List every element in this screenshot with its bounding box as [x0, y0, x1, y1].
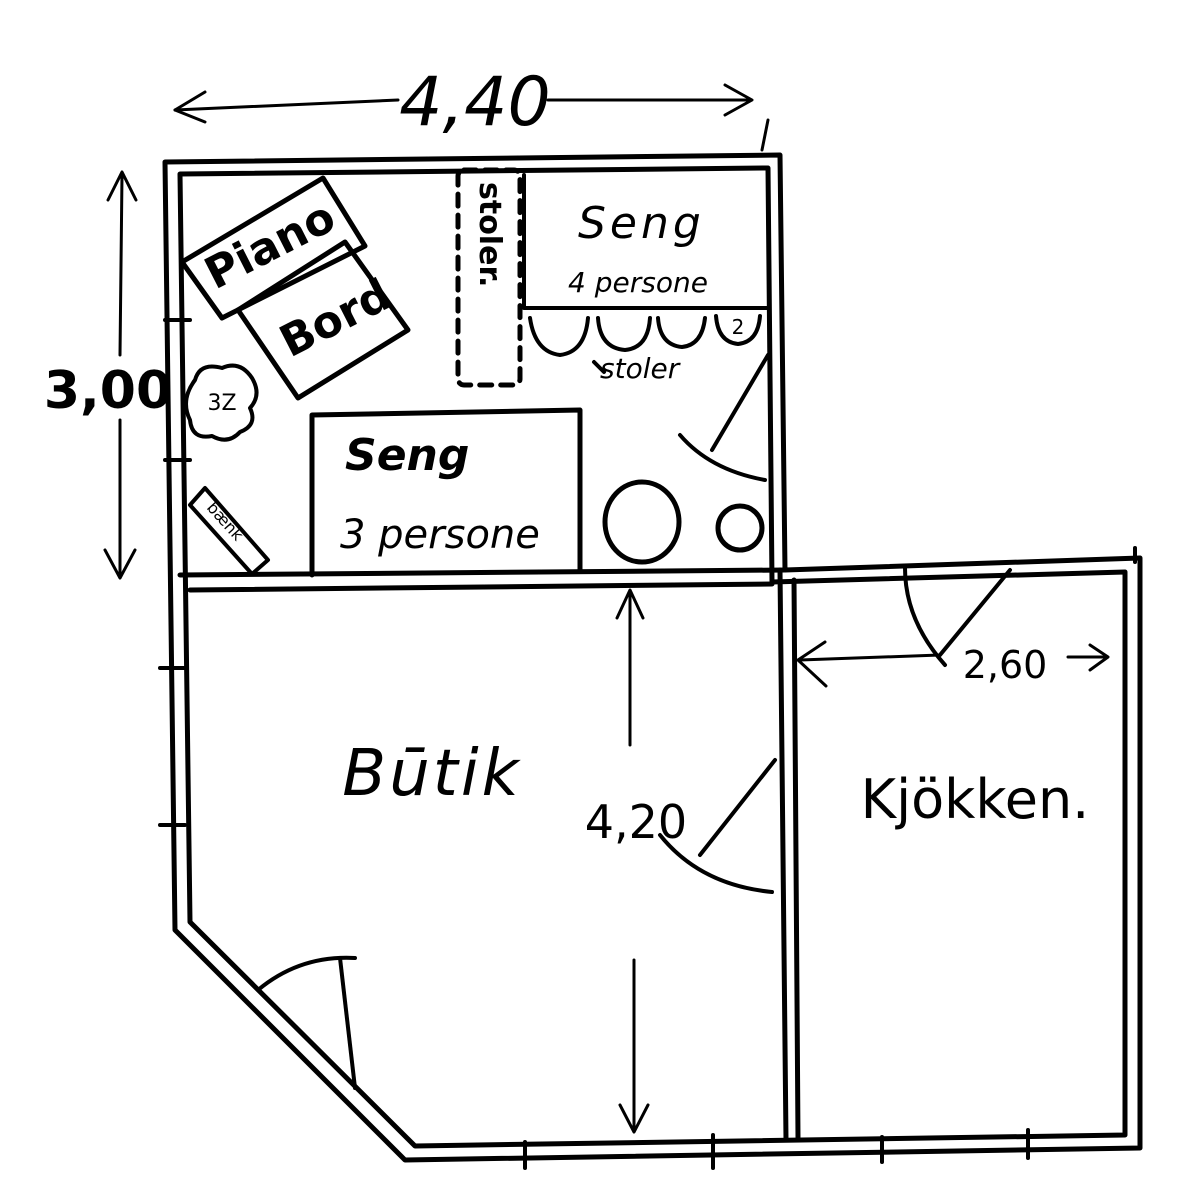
chair-number: 2	[732, 315, 745, 339]
outer-walls	[162, 152, 1143, 1163]
dimension-width-label: 4,40	[399, 63, 550, 142]
doors	[256, 353, 1012, 1090]
chair	[596, 316, 652, 352]
corner-mark	[760, 118, 770, 152]
chair	[714, 314, 762, 346]
chair	[656, 316, 707, 349]
bench-marking: bænk	[203, 498, 248, 545]
round-tables	[602, 479, 765, 565]
round-table-small	[715, 503, 765, 553]
door-shop-kitchen	[658, 758, 777, 894]
dimension-kitchen-width: 2,60	[796, 640, 1110, 688]
door-kitchen	[903, 566, 1012, 667]
dimension-shop-depth: 4,20	[585, 588, 687, 1134]
bed-lower-label: Seng	[345, 430, 469, 481]
dimension-shop-depth-label: 4,20	[585, 795, 687, 849]
chair-row-label: stoler	[600, 352, 681, 385]
round-table-large	[602, 479, 682, 565]
bed-upper-label: Seng	[578, 198, 705, 249]
stacked-chairs-label: stoler.	[472, 182, 507, 287]
bed-lower: Seng 3 persone	[309, 407, 583, 578]
dimension-depth: 3,00	[44, 170, 172, 580]
dimension-kitchen-width-label: 2,60	[963, 643, 1048, 687]
door-entrance	[256, 955, 357, 1090]
plant-icon: 3Z	[184, 363, 259, 442]
door-bedroom	[678, 353, 770, 482]
bed-lower-capacity: 3 persone	[340, 512, 540, 558]
bed-upper: Seng 4 persone	[522, 173, 770, 310]
chair-row	[528, 314, 762, 374]
wall-ticks	[158, 318, 1137, 1170]
room-kitchen-label: Kjökken.	[861, 768, 1090, 831]
interior-walls	[177, 567, 801, 1143]
dimension-depth-label: 3,00	[44, 361, 172, 421]
bench: bænk	[188, 486, 270, 576]
bed-upper-capacity: 4 persone	[568, 266, 708, 299]
stacked-chairs: stoler.	[455, 167, 523, 388]
plant-marking: 3Z	[207, 391, 236, 416]
room-shop-label: Būtik	[342, 737, 521, 811]
chair	[528, 316, 590, 357]
dimension-width: 4,40	[173, 63, 754, 142]
